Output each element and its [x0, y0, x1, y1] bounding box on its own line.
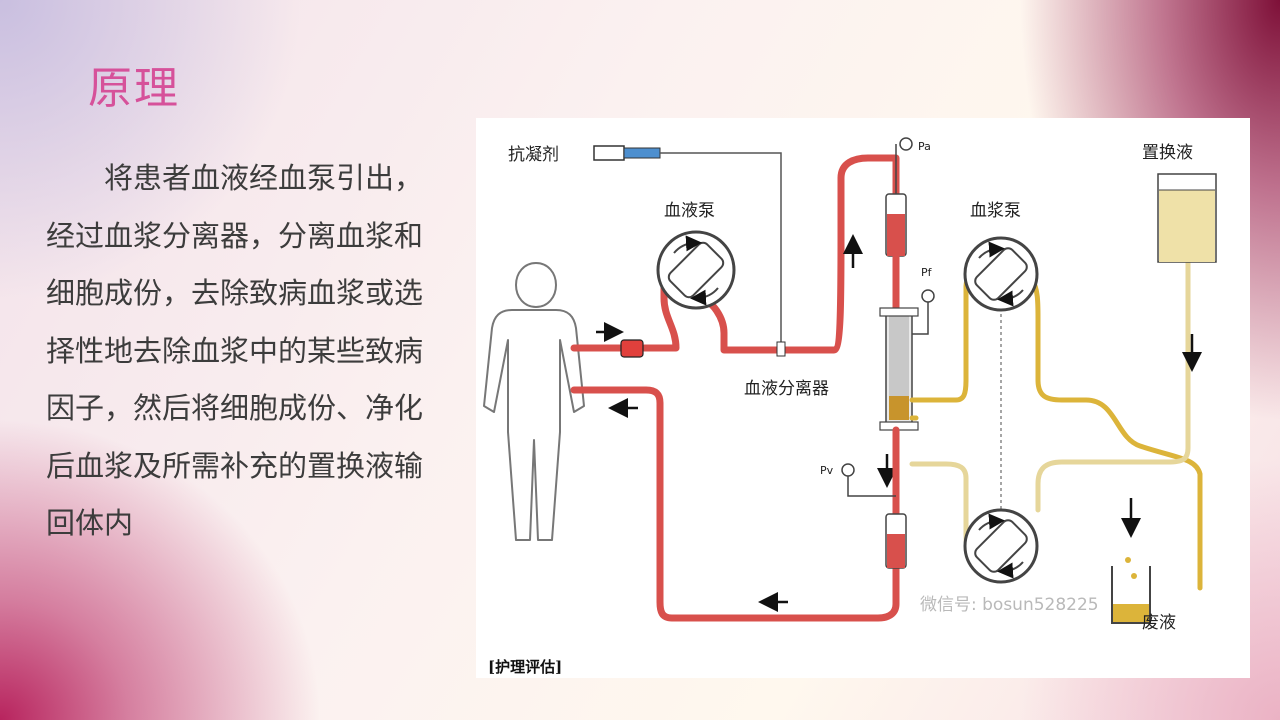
- pf-label: Pf: [921, 266, 933, 279]
- replacement-pump: [963, 508, 1039, 584]
- venous-drip-chamber: [841, 463, 907, 569]
- pv-label: Pv: [820, 464, 834, 477]
- waste-label: 废液: [1142, 613, 1176, 633]
- blood-outflow-line: [570, 154, 900, 354]
- principle-description: 将患者血液经血泵引出，经过血浆分离器，分离血浆和细胞成份，去除致病血浆或选择性地…: [46, 161, 424, 540]
- anticoagulant-syringe: [593, 145, 786, 357]
- figure-caption: [护理评估]: [488, 658, 562, 676]
- plasma-exchange-diagram: 血液泵 抗凝剂 Pa Pf 血液分离器: [476, 118, 1250, 678]
- plasma-line: [909, 271, 1203, 591]
- blood-return-line: [570, 386, 900, 622]
- diagram-canvas: 血液泵 抗凝剂 Pa Pf 血液分离器: [483, 137, 1217, 676]
- plasma-pump-label: 血浆泵: [970, 201, 1021, 221]
- blood-pump-label: 血液泵: [664, 201, 715, 221]
- blood-pump: [656, 230, 736, 310]
- watermark: 微信号: bosun528225: [920, 595, 1099, 615]
- connector: [620, 339, 644, 358]
- waste-container: [1111, 557, 1151, 624]
- replacement-fluid-bag: [1157, 173, 1217, 263]
- arterial-drip-chamber: [885, 137, 913, 257]
- pa-label: Pa: [918, 140, 931, 153]
- replacement-fluid-line: [909, 255, 1191, 571]
- plasma-separator: [879, 289, 935, 431]
- replacement-fluid-label: 置换液: [1142, 143, 1193, 163]
- separator-label: 血液分离器: [744, 379, 829, 399]
- slide-title: 原理: [88, 63, 180, 114]
- patient-figure: [483, 262, 585, 541]
- anticoagulant-label: 抗凝剂: [508, 145, 559, 165]
- plasma-pump: [963, 236, 1039, 312]
